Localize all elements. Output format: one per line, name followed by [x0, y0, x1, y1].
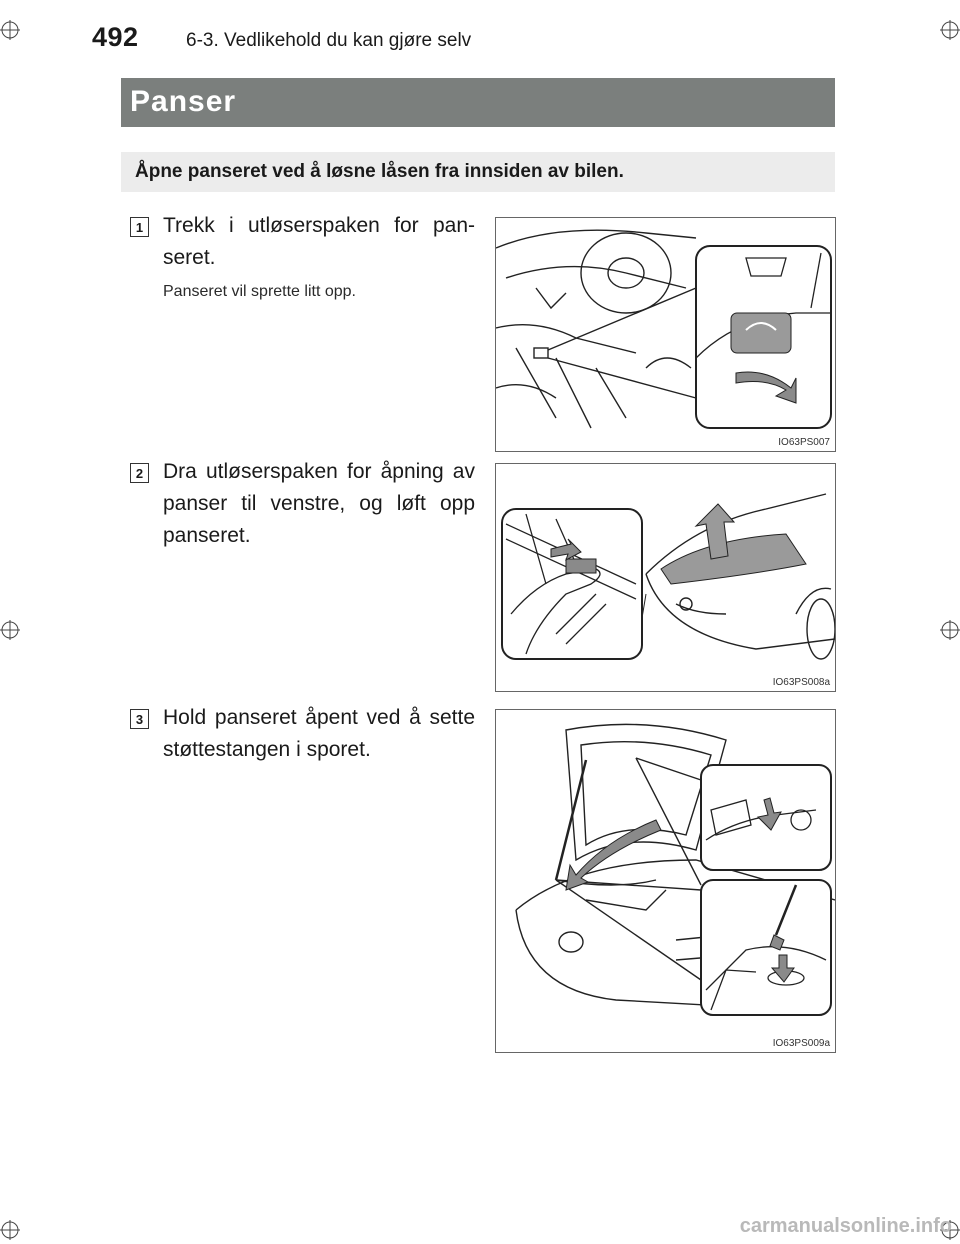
- figure-id: IO63PS008a: [772, 677, 830, 688]
- subtitle-bar: Åpne panseret ved å løsne låsen fra inns…: [121, 152, 835, 192]
- step-number-badge: 1: [130, 217, 149, 237]
- step-instruction: Trekk i utløserspaken for pan-seret.: [163, 214, 475, 269]
- running-header: 6-3. Vedlikehold du kan gjøre selv: [186, 30, 472, 51]
- figure-id: IO63PS009a: [772, 1038, 830, 1049]
- section-title-bar: Panser: [121, 78, 835, 127]
- step-instruction: Dra utløserspaken for åpning av panser t…: [163, 460, 475, 547]
- step-number-badge: 3: [130, 709, 149, 729]
- illustration-open-hood: [515, 723, 835, 1016]
- illustration-car-front: [501, 493, 835, 660]
- figure-hood-release-lever: IO63PS007: [495, 217, 836, 452]
- page-number: 492: [92, 22, 139, 52]
- step-number-badge: 2: [130, 463, 149, 483]
- figure-lift-hood: IO63PS008a: [495, 463, 836, 692]
- illustration-dashboard: [496, 229, 832, 429]
- subtitle: Åpne panseret ved å løsne låsen fra inns…: [135, 161, 624, 182]
- step-note: Panseret vil sprette litt opp.: [163, 283, 356, 300]
- section-title: Panser: [130, 85, 237, 118]
- figure-hood-support-rod: IO63PS009a: [495, 709, 836, 1053]
- figure-id: IO63PS007: [778, 437, 830, 448]
- step-instruction: Hold panseret åpent ved å sette støttest…: [163, 706, 475, 761]
- watermark: carmanualsonline.info: [739, 1215, 952, 1237]
